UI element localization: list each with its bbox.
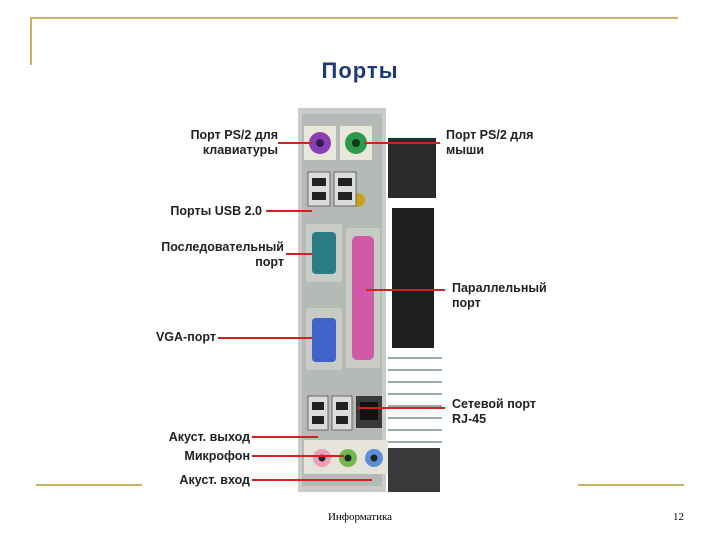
label-serial-line2: порт [255, 255, 284, 269]
footer-line-right [578, 484, 684, 486]
slide-title: Порты [321, 58, 399, 83]
page-number: 12 [673, 511, 684, 523]
label-network: Сетевой порт RJ-45 [452, 397, 536, 427]
footer-line-left [36, 484, 142, 486]
label-usb: Порты USB 2.0 [170, 204, 262, 218]
motherboard-io-panel-image [296, 108, 446, 492]
label-ps2-mouse-line2: мыши [446, 143, 485, 157]
label-serial-line1: Последовательный [161, 240, 284, 254]
label-parallel-line2: порт [452, 296, 481, 310]
label-audio-in: Акуст. вход [179, 473, 250, 487]
label-ps2-mouse-line1: Порт PS/2 для [446, 128, 534, 142]
label-ps2-keyboard-line1: Порт PS/2 для [190, 128, 278, 142]
label-audio-out: Акуст. выход [168, 430, 250, 444]
label-serial: Последовательный порт [130, 240, 284, 270]
label-parallel: Параллельный порт [452, 281, 547, 311]
footer-text: Информатика [327, 511, 393, 523]
label-network-line2: RJ-45 [452, 412, 487, 426]
parallel-port-icon [352, 236, 374, 360]
slide-frame-left [30, 17, 32, 65]
label-parallel-line1: Параллельный [452, 281, 547, 295]
vga-port-icon [312, 318, 336, 362]
label-ps2-keyboard-line2: клавиатуры [202, 143, 278, 157]
label-ps2-keyboard: Порт PS/2 для клавиатуры [150, 128, 278, 158]
label-ps2-mouse: Порт PS/2 для мыши [446, 128, 533, 158]
serial-port-icon [312, 232, 336, 274]
label-vga: VGA-порт [155, 330, 216, 344]
label-mic: Микрофон [184, 449, 250, 463]
label-network-line1: Сетевой порт [452, 397, 536, 411]
slide-frame-top [30, 17, 678, 19]
